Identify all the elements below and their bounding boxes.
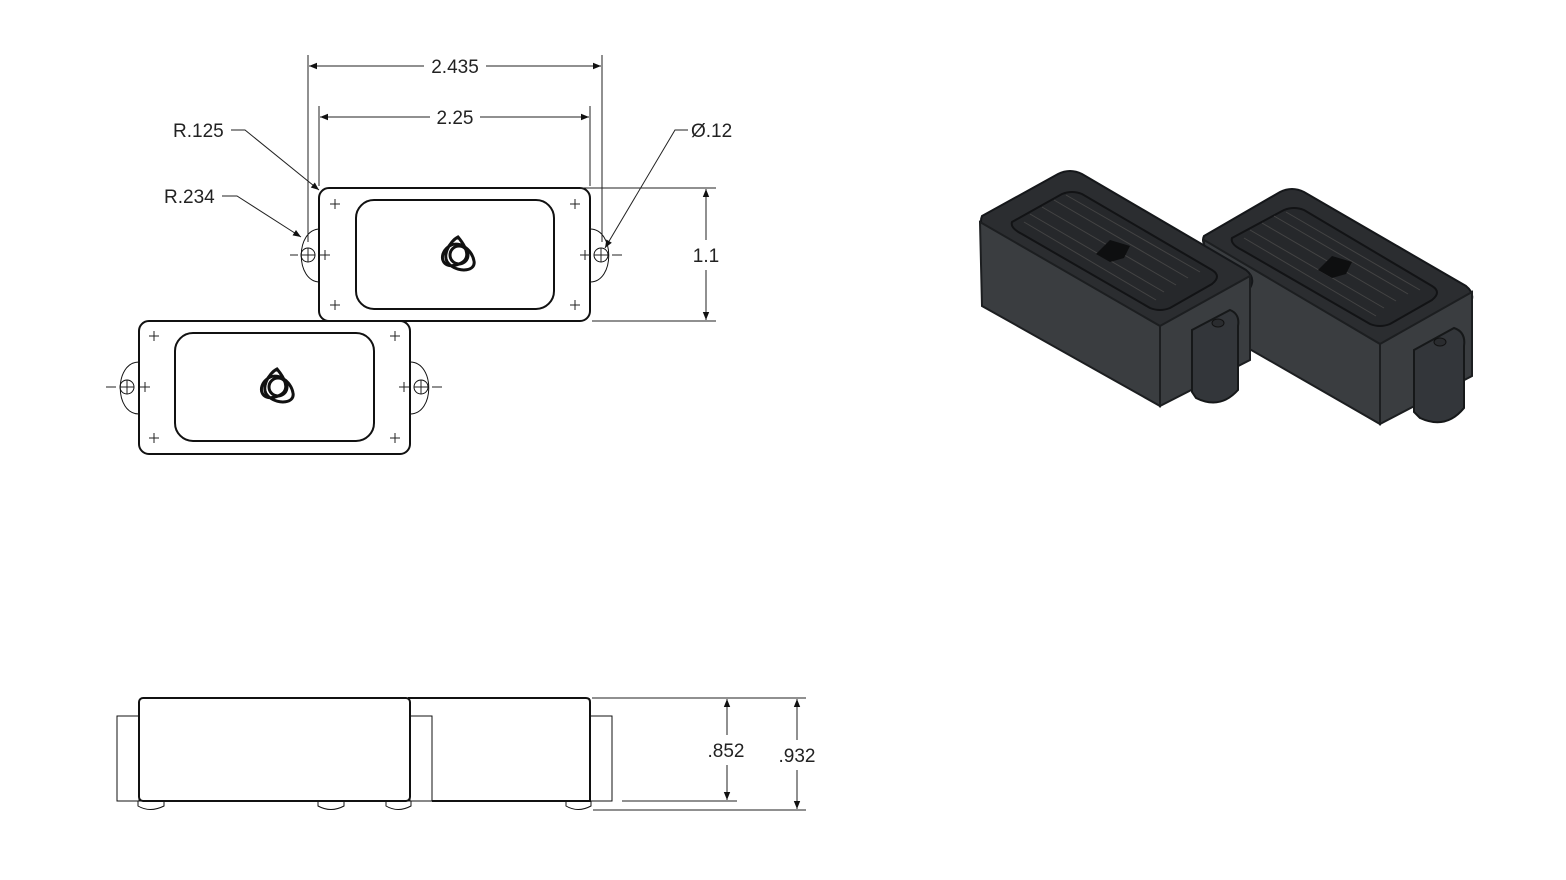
dim-body-height-label: 1.1: [693, 246, 719, 267]
callout-tab-radius: R.234: [164, 187, 302, 238]
callout-corner-radius-label: R.125: [173, 121, 224, 142]
mounting-hole-left: [300, 247, 316, 263]
right-mounting-tab: [589, 228, 610, 283]
dimension-overall-thickness: .932: [593, 699, 816, 811]
dim-overall-width-label: 2.435: [431, 57, 479, 78]
side-view: [116, 697, 613, 810]
callout-hole-diameter-label: Ø.12: [691, 121, 732, 142]
dimension-body-thickness: .852: [592, 697, 806, 802]
isometric-render: [978, 170, 1474, 426]
callout-tab-radius-label: R.234: [164, 187, 215, 208]
iso-pickup-front: [978, 170, 1254, 408]
top-view-lower-pickup: [106, 320, 442, 455]
callout-corner-radius: R.125: [173, 121, 320, 191]
triquetra-logo-icon: [440, 235, 476, 272]
callout-hole-diameter: Ø.12: [604, 121, 732, 249]
pickup-top-panel: [355, 199, 555, 310]
dim-overall-thickness-label: .932: [779, 746, 816, 767]
dimension-body-height: 1.1: [580, 187, 719, 322]
dimension-body-width: 2.25: [318, 106, 591, 186]
dim-body-width-label: 2.25: [437, 108, 474, 129]
top-view-upper-pickup: [290, 187, 622, 322]
dimension-overall-width: 2.435: [307, 55, 603, 242]
mounting-hole-right: [593, 247, 609, 263]
dim-body-thickness-label: .852: [708, 741, 745, 762]
